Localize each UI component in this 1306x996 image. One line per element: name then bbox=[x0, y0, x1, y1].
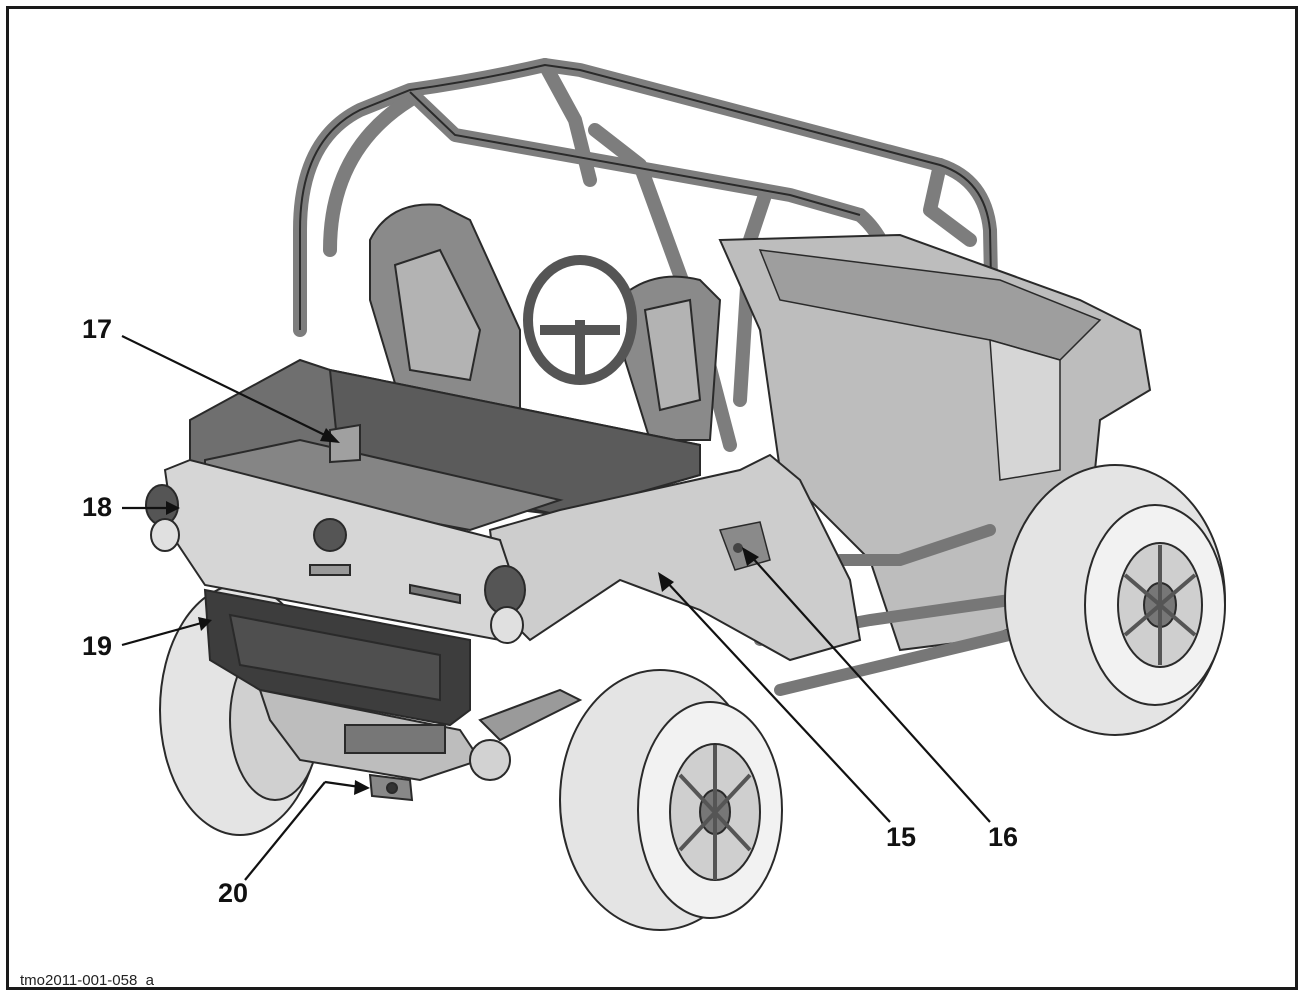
right-rear-wheel bbox=[559, 669, 783, 931]
figure-id-label: tmo2011-001-058_a bbox=[20, 972, 154, 989]
arrowheads bbox=[166, 428, 759, 795]
rear-side-panel bbox=[488, 453, 862, 662]
callout-15: 15 bbox=[886, 822, 917, 852]
callout-19: 19 bbox=[82, 631, 113, 661]
callout-20: 20 bbox=[218, 878, 249, 908]
steering-wheel bbox=[523, 255, 637, 385]
cargo-bed bbox=[189, 358, 701, 532]
callout-16: 16 bbox=[988, 822, 1019, 852]
seats bbox=[369, 203, 722, 441]
callout-17: 17 bbox=[82, 314, 113, 344]
trailer-hitch bbox=[368, 773, 414, 802]
right-front-wheel bbox=[1004, 464, 1226, 736]
callout-18: 18 bbox=[82, 492, 113, 522]
rear-panel bbox=[203, 588, 482, 782]
leader-lines bbox=[121, 335, 991, 881]
tail-lights bbox=[145, 484, 526, 644]
exhaust bbox=[469, 688, 583, 781]
